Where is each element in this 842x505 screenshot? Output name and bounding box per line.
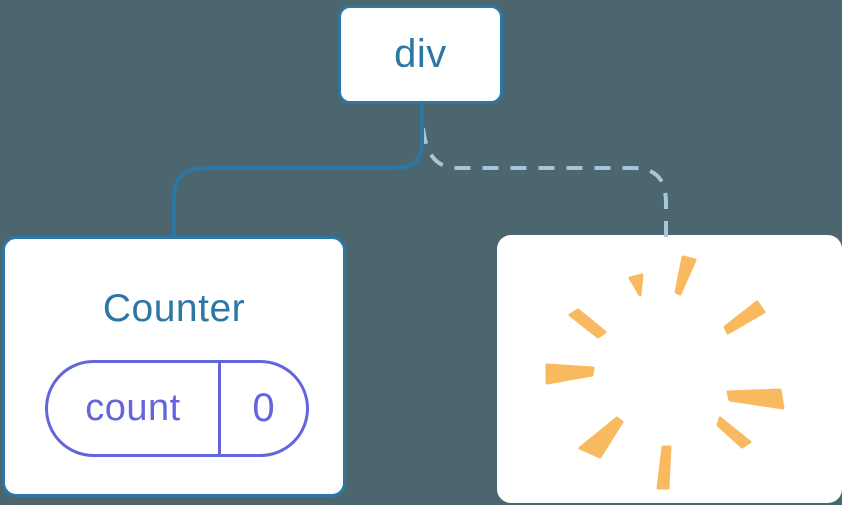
state-key: count — [85, 387, 181, 429]
counter-component-card: Counter count 0 — [2, 236, 346, 497]
solid-edge-to-counter — [172, 104, 424, 238]
poof-ray — [568, 308, 607, 339]
poof-ray — [726, 388, 785, 410]
pill-divider — [218, 363, 221, 454]
poof-ray — [723, 300, 766, 335]
poof-ray — [716, 416, 752, 449]
dashed-edge-to-removed — [421, 127, 668, 237]
poof-icon — [545, 255, 785, 490]
root-node-div: div — [338, 5, 503, 104]
root-node-label: div — [394, 32, 447, 76]
removed-component-card — [497, 235, 842, 503]
poof-ray — [628, 273, 644, 297]
poof-ray — [674, 255, 697, 296]
state-pill: count 0 — [45, 360, 309, 457]
poof-ray — [656, 445, 672, 490]
poof-ray — [578, 416, 624, 459]
component-title: Counter — [102, 287, 246, 330]
state-value: 0 — [252, 386, 275, 430]
poof-ray — [545, 363, 595, 385]
